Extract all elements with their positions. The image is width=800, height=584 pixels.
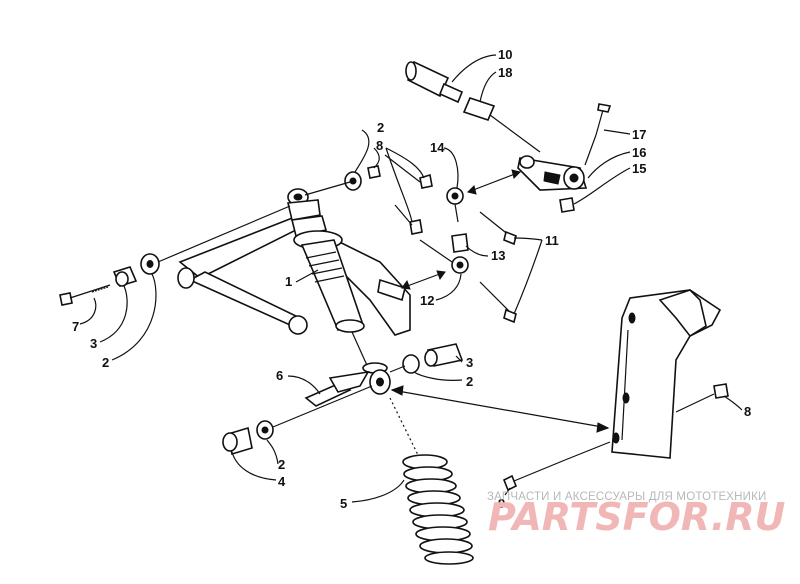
watermark-brand: PARTSFOR.RU <box>488 495 786 539</box>
callout-1: 1 <box>285 274 292 289</box>
callout-3-right: 3 <box>466 355 473 370</box>
upper-bushing-group <box>304 165 381 196</box>
watermark-tagline: ЗАПЧАСТИ И АКСЕССУАРЫ ДЛЯ МОТОТЕХНИКИ <box>487 491 767 503</box>
left-bolt-group <box>59 205 291 306</box>
callout-16: 16 <box>632 145 646 160</box>
callout-4: 4 <box>278 474 286 489</box>
callout-2-left: 2 <box>102 355 109 370</box>
watermark: ЗАПЧАСТИ И АКСЕССУАРЫ ДЛЯ МОТОТЕХНИКИ PA… <box>487 491 786 539</box>
lower-bushing-left <box>222 385 373 456</box>
callout-14: 14 <box>430 140 445 155</box>
callout-6: 6 <box>276 368 283 383</box>
linkage-group <box>384 154 521 324</box>
spindle <box>611 289 722 459</box>
callout-numbers: 1 2 8 7 3 2 6 3 2 2 4 5 9 8 10 18 17 16 … <box>72 47 751 511</box>
callout-13: 13 <box>491 248 505 263</box>
bracket-6 <box>304 370 370 407</box>
a-arm <box>177 214 411 336</box>
leader-lines <box>79 54 743 503</box>
bolt-9 <box>502 441 611 492</box>
spindle-arrow <box>390 385 610 433</box>
callout-2-right: 2 <box>466 374 473 389</box>
callout-11: 11 <box>545 233 559 248</box>
callout-15: 15 <box>632 161 646 176</box>
callout-3-left: 3 <box>90 336 97 351</box>
coil-spring <box>389 397 474 565</box>
callout-5: 5 <box>340 496 347 511</box>
callout-17: 17 <box>632 127 646 142</box>
callout-10: 10 <box>498 47 512 62</box>
callout-9: 9 <box>498 496 505 511</box>
adjuster-group <box>405 60 541 153</box>
shock-absorber <box>287 188 391 395</box>
callout-18: 18 <box>498 65 512 80</box>
callout-2-bottom: 2 <box>278 457 285 472</box>
nut-8-spindle <box>675 383 729 413</box>
callout-12: 12 <box>420 293 434 308</box>
callout-8-upper: 8 <box>376 138 383 153</box>
callout-8-spindle: 8 <box>744 404 751 419</box>
bellcrank-group <box>517 103 612 213</box>
lower-bushing-right <box>389 343 464 374</box>
callout-2-upper: 2 <box>377 120 384 135</box>
callout-7: 7 <box>72 319 79 334</box>
